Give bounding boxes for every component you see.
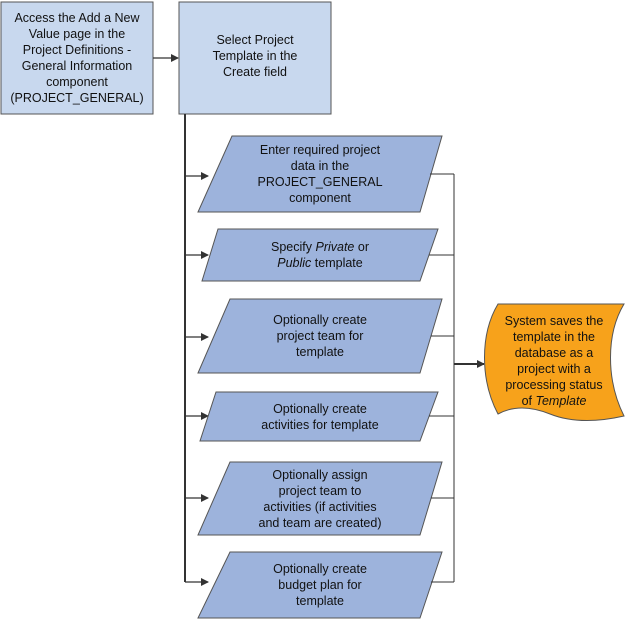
budget-shape [197, 551, 443, 619]
select-box [178, 1, 332, 115]
specify-shape [201, 228, 439, 282]
team-shape [197, 298, 443, 374]
assign-shape [197, 461, 443, 536]
saves-shape [484, 303, 625, 422]
enter-shape [197, 135, 443, 213]
activities-shape [199, 391, 439, 442]
access-box [0, 1, 154, 115]
